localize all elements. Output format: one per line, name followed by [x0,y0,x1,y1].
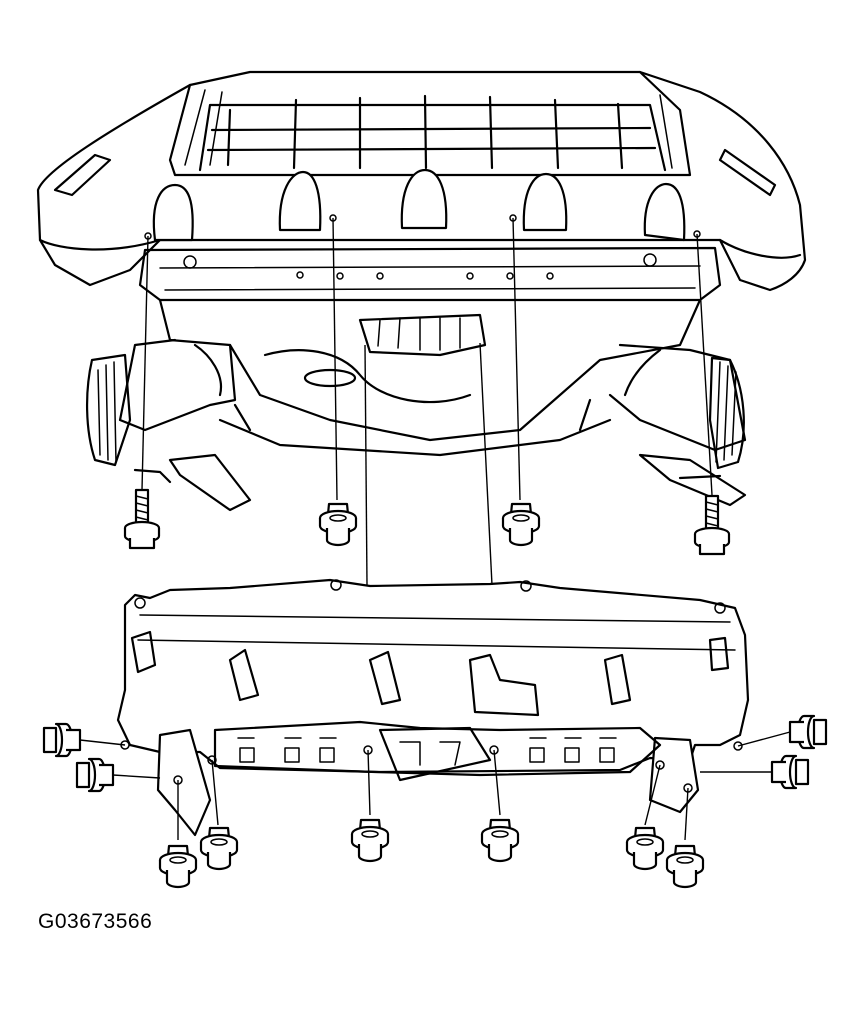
upper-leader-lines [141,217,713,586]
bottom-clip-6 [665,844,705,889]
front-bumper [36,70,807,292]
side-clip-left-upper [42,722,82,758]
tow-hooks [152,168,686,242]
bottom-clip-1 [158,844,198,889]
lower-side-members [133,453,747,512]
upper-clip-left [318,502,358,547]
bottom-clip-2 [199,826,239,871]
side-clip-left-lower [75,757,115,793]
engine-under-cover [116,578,750,837]
figure-code: G03673566 [38,910,153,933]
upper-bolt-left [123,488,161,550]
upper-clip-right [501,502,541,547]
side-clip-right-lower [770,754,810,790]
engine-undercarriage [118,298,747,457]
bottom-clip-5 [625,826,665,871]
lower-leader-lines [79,731,791,841]
front-wheels [85,353,745,470]
bottom-clip-3 [350,818,390,863]
side-clip-right-upper [788,714,828,750]
upper-bolt-right [693,494,731,556]
bottom-clip-4 [480,818,520,863]
